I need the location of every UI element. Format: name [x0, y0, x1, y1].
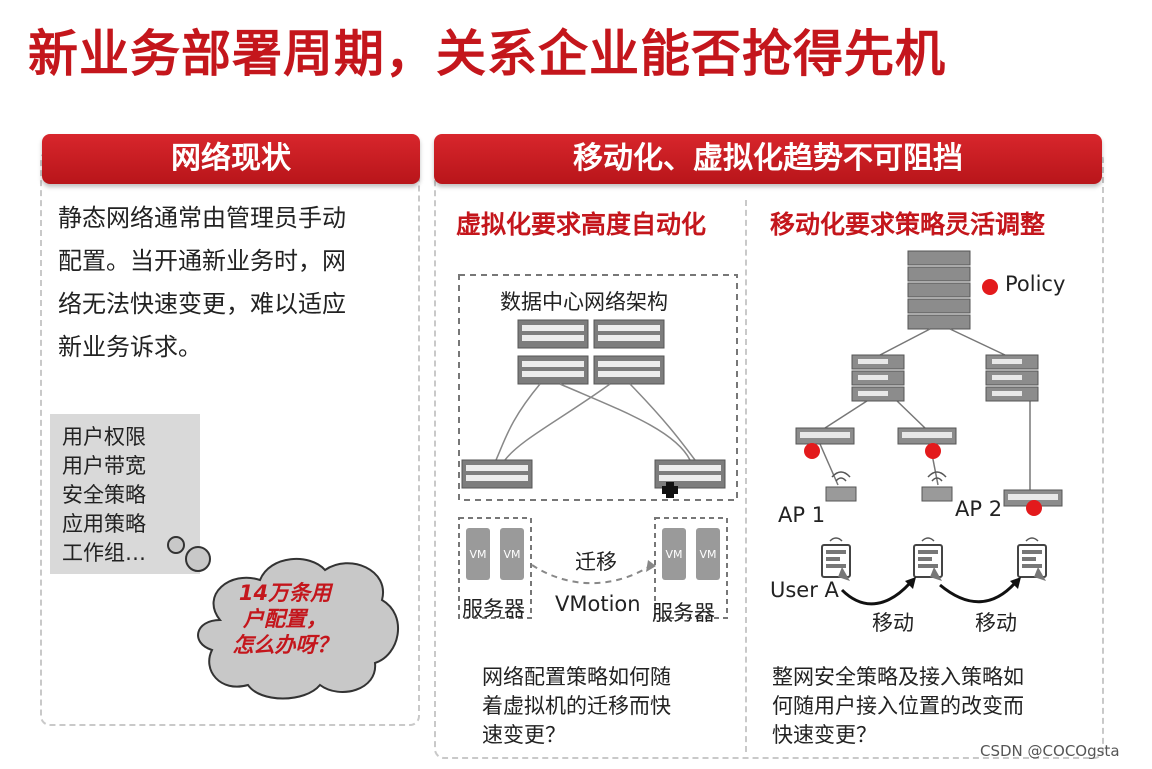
core-switch-icon: [593, 319, 665, 385]
policy-dot: [982, 279, 998, 295]
move-label: 移动: [872, 611, 914, 635]
column-divider: [745, 200, 747, 752]
vm-label: VM: [665, 548, 682, 561]
arrow-head-icon: [1010, 577, 1021, 589]
config-list-item: 应用策略: [62, 512, 146, 536]
server-right-label: 服务器: [652, 601, 715, 625]
caption-line: 整网安全策略及接入策略如: [772, 665, 1024, 689]
datacenter-label: 数据中心网络架构: [500, 290, 668, 314]
cloud-line: 怎么办呀？: [232, 633, 338, 657]
access-switch-icon: [654, 459, 726, 489]
description-line: 络无法快速变更，难以适应: [58, 290, 346, 318]
core-switch-icon: [517, 319, 589, 385]
trend-banner: 移动化、虚拟化趋势不可阻挡: [434, 134, 1102, 184]
cloud-line: 14万条用: [238, 581, 332, 605]
access-point-icon: [825, 471, 857, 502]
vm-label: VM: [503, 548, 520, 561]
trend-panel: [434, 150, 1104, 759]
server-left-label: 服务器: [462, 597, 525, 621]
cloud-line: 户配置，: [243, 607, 327, 631]
arrow-head-icon: [905, 577, 916, 589]
ap1-label: AP 1: [778, 503, 826, 527]
mobility-diagram: [795, 250, 1063, 606]
access-switch-icon: [897, 427, 957, 445]
access-switch-icon: [461, 459, 533, 489]
user-label: User A: [770, 578, 839, 602]
server-left-boundary: [458, 517, 532, 619]
virtualization-heading: 虚拟化要求高度自动化: [456, 210, 707, 239]
caption-line: 何随用户接入位置的改变而: [772, 694, 1024, 718]
datacenter-diagram: VM VM VM VM: [458, 274, 738, 619]
policy-label: Policy: [1005, 272, 1066, 296]
vm-icon: [466, 528, 490, 580]
cloud-text: 14万条用 户配置， 怎么办呀？: [215, 580, 355, 658]
policy-dot: [925, 443, 941, 459]
description-line: 配置。当开通新业务时，网: [58, 247, 346, 275]
slide-title: 新业务部署周期，关系企业能否抢得先机: [28, 25, 946, 83]
config-list-item: 工作组…: [62, 541, 146, 565]
distribution-switch-icon: [851, 354, 905, 402]
vm-label: VM: [469, 548, 486, 561]
core-server-icon: [907, 250, 971, 330]
server-right-boundary: [654, 517, 728, 619]
description-line: 新业务诉求。: [58, 333, 202, 361]
distribution-switch-icon: [985, 354, 1039, 402]
vm-icon: [662, 528, 686, 580]
caption-line: 着虚拟机的迁移而快: [482, 694, 671, 718]
ap2-label: AP 2: [955, 497, 1003, 521]
policy-dot: [804, 443, 820, 459]
vm-icon: [696, 528, 720, 580]
config-list-item: 用户权限: [62, 425, 146, 449]
migration-arrow: [531, 564, 651, 585]
move-arrow: [840, 581, 912, 606]
watermark: CSDN @COCOgsta: [980, 742, 1120, 760]
datacenter-boundary: [458, 274, 738, 501]
terminal-icon: [913, 544, 943, 582]
virtualization-caption: 网络配置策略如何随 着虚拟机的迁移而快 速变更？: [482, 663, 671, 750]
vm-label: VM: [699, 548, 716, 561]
move-label: 移动: [975, 611, 1017, 635]
access-switch-icon: [795, 427, 855, 445]
caption-line: 速变更？: [482, 723, 566, 747]
policy-dot: [1026, 500, 1042, 516]
terminal-icon: [1017, 544, 1047, 582]
mobility-caption: 整网安全策略及接入策略如 何随用户接入位置的改变而 快速变更？: [772, 663, 1024, 750]
vm-icon: [500, 528, 524, 580]
description-line: 静态网络通常由管理员手动: [58, 204, 346, 232]
config-list-item: 用户带宽: [62, 454, 146, 478]
terminal-icon: [821, 544, 851, 582]
port-change-icon: [662, 482, 678, 498]
mobility-heading: 移动化要求策略灵活调整: [770, 210, 1046, 239]
config-list-item: 安全策略: [62, 483, 146, 507]
config-list: 用户权限 用户带宽 安全策略 应用策略 工作组…: [62, 423, 146, 568]
caption-line: 网络配置策略如何随: [482, 665, 671, 689]
thought-cloud: [167, 536, 399, 700]
network-status-description: 静态网络通常由管理员手动 配置。当开通新业务时，网 络无法快速变更，难以适应 新…: [58, 197, 408, 369]
move-arrow: [939, 581, 1017, 604]
caption-line: 快速变更？: [772, 723, 877, 747]
network-status-banner: 网络现状: [42, 134, 420, 184]
arrow-head-icon: [646, 560, 656, 572]
vmotion-label: VMotion: [555, 592, 641, 616]
migrate-label: 迁移: [575, 550, 617, 574]
